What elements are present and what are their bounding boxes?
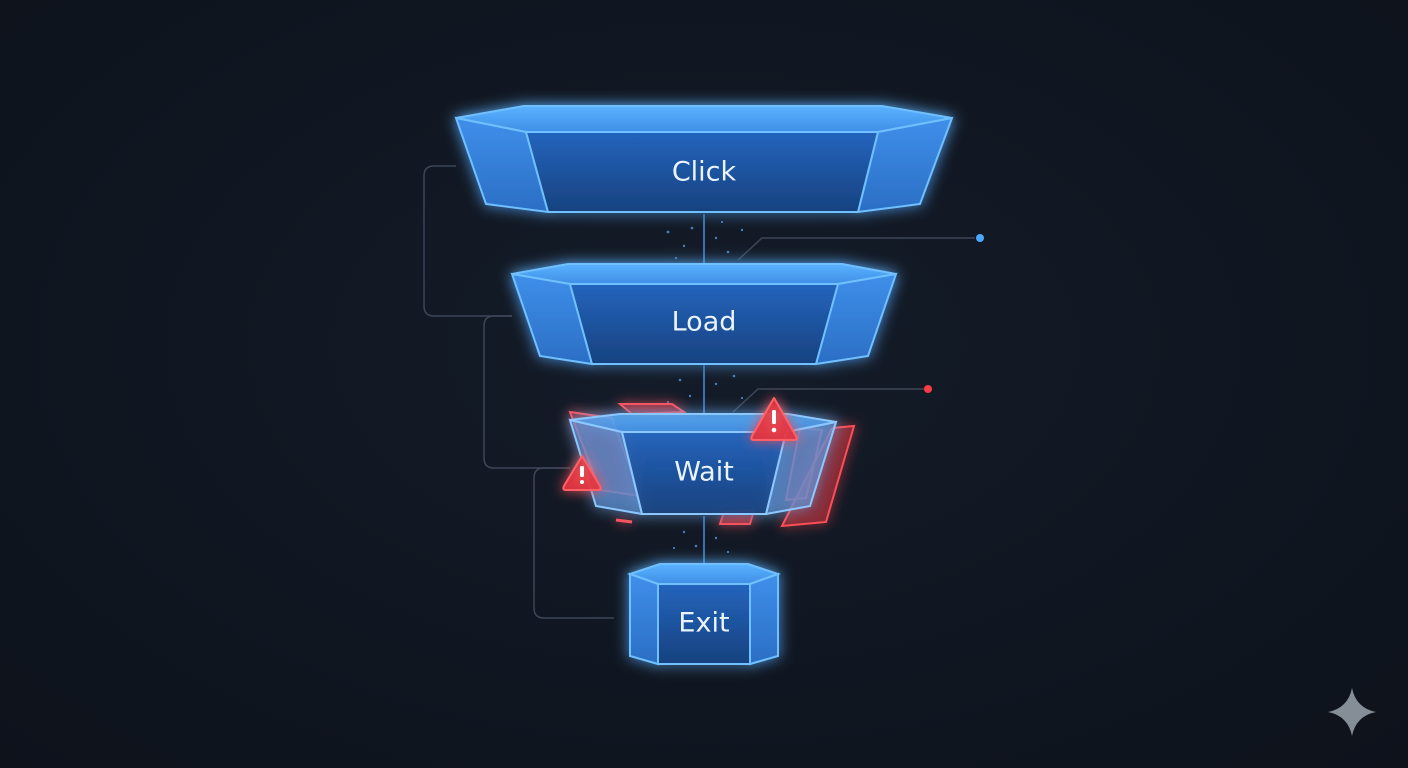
stage-exit-front-face [657,583,751,665]
warning-icon [562,455,602,491]
callout-line-blue [737,237,975,261]
stage-load-front-face [568,283,840,365]
stage-wait-front-face [620,431,788,515]
connector-lines [423,165,975,619]
sparkle-icon [1328,688,1376,736]
stage-load [510,263,898,366]
stage-click-label: Click [672,157,737,188]
callout-dot-red [924,385,932,393]
connector-click-load [423,165,512,317]
particles [666,220,744,554]
callout-dot-blue [976,234,984,242]
stage-click [454,105,954,214]
stage-exit-left-face [629,572,659,666]
stage-exit [626,563,782,666]
warning-icon [750,397,798,441]
connector-wait-exit [533,467,614,619]
stage-exit-right-face [749,572,779,666]
stage-load-label: Load [672,307,737,338]
callout-line-red [732,388,924,413]
connector-load-wait [483,315,570,469]
stage-click-front-face [524,131,880,213]
stage-click-top [455,105,953,133]
stage-wait-label: Wait [674,457,734,488]
stage-exit-label: Exit [678,608,729,639]
stage-load-top [511,263,897,285]
